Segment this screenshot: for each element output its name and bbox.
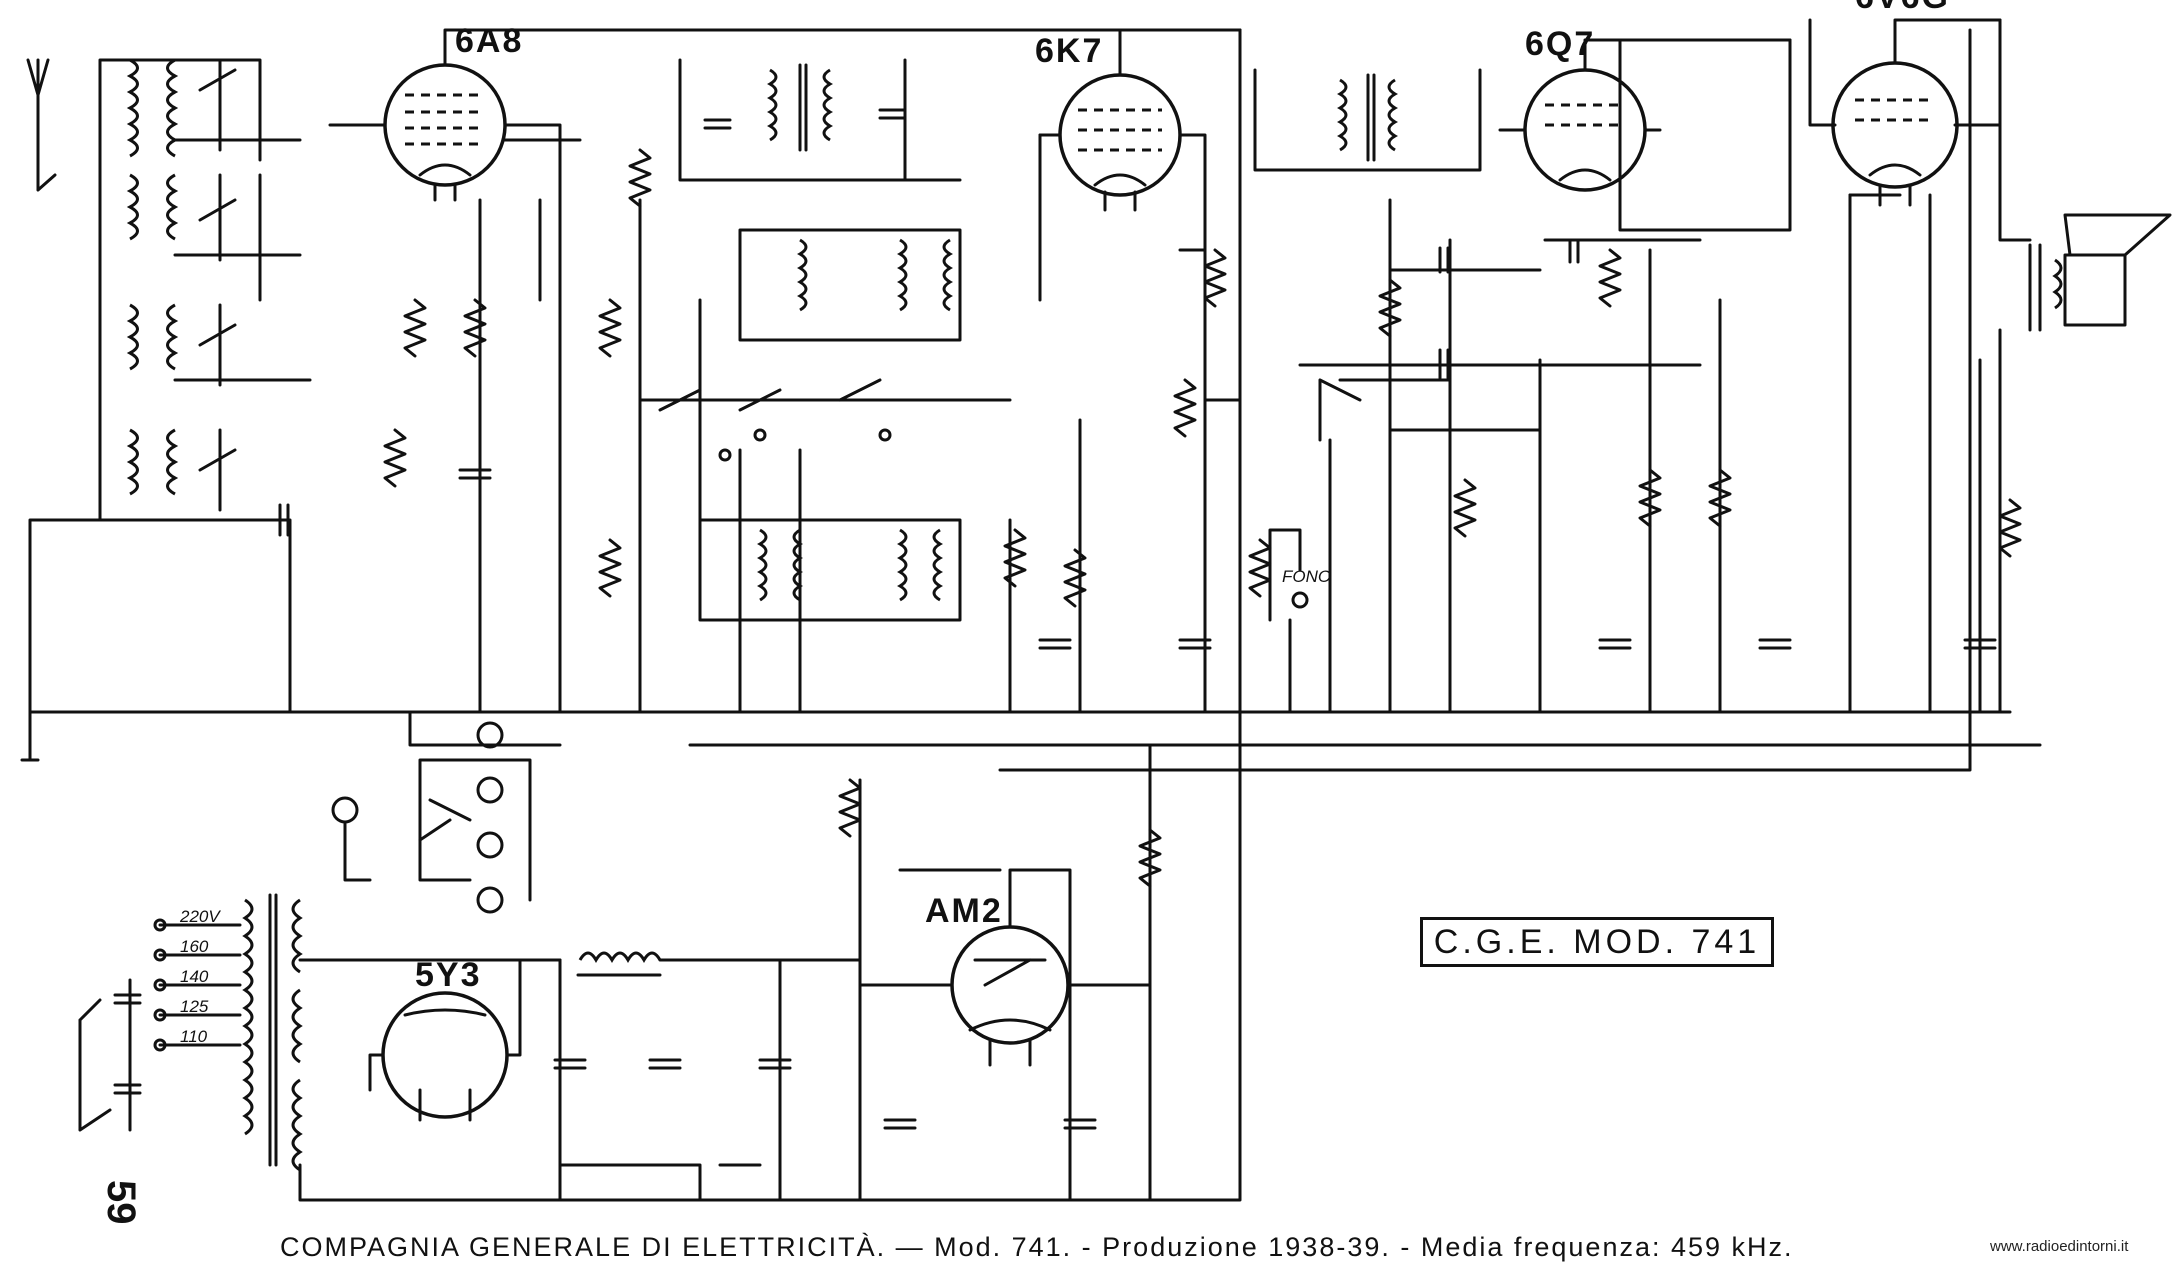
watermark: www.radioedintorni.it bbox=[1990, 1238, 2129, 1255]
phono-label: FONO bbox=[1282, 567, 1331, 586]
capacitor-group bbox=[113, 238, 1997, 1130]
if-transformer-1 bbox=[678, 28, 1242, 182]
tube-6k7: 6K7 bbox=[1035, 28, 1207, 714]
caption: COMPAGNIA GENERALE DI ELETTRICITÀ. — Mod… bbox=[280, 1232, 1794, 1262]
mains-140: 140 bbox=[180, 967, 209, 986]
page-number: 59 bbox=[99, 1180, 143, 1225]
tube-am2: AM2 bbox=[688, 28, 2042, 1202]
tube-6a8: 6A8 bbox=[328, 22, 742, 202]
phono-input: FONO bbox=[1248, 528, 1331, 622]
mains-125: 125 bbox=[180, 997, 209, 1016]
mains-110: 110 bbox=[180, 1027, 208, 1046]
tube-6q7: 6Q7 bbox=[1498, 25, 1792, 242]
tube-label-6v6g: 6V6G bbox=[1855, 0, 1950, 16]
tube-6v6g: 6V6G bbox=[1808, 0, 2002, 207]
main-wiring bbox=[408, 28, 1902, 747]
tube-5y3: 5Y3 bbox=[298, 956, 562, 1122]
audio-network bbox=[1298, 193, 1982, 714]
resistor-group bbox=[383, 148, 2022, 888]
tube-label-6q7: 6Q7 bbox=[1525, 25, 1595, 63]
loudspeaker-icon bbox=[1998, 18, 2172, 714]
if-transformer-2 bbox=[1253, 68, 1482, 172]
model-title-box: C.G.E. MOD. 741 bbox=[1420, 917, 1774, 967]
tube-label-5y3: 5Y3 bbox=[415, 956, 482, 994]
power-transformer: 220V 160 140 125 110 bbox=[78, 28, 1242, 1202]
ground-symbol bbox=[20, 710, 40, 762]
rf-coil-bank bbox=[98, 58, 312, 522]
left-bus bbox=[28, 518, 292, 714]
tube-label-6a8: 6A8 bbox=[455, 22, 523, 60]
band-switch bbox=[638, 228, 1012, 622]
antenna-icon bbox=[26, 58, 57, 192]
tube-label-am2: AM2 bbox=[925, 892, 1003, 930]
pilot-lamps bbox=[331, 721, 532, 914]
tube-label-6k7: 6K7 bbox=[1035, 32, 1103, 70]
filter-choke bbox=[558, 951, 862, 1202]
mains-160: 160 bbox=[180, 937, 209, 956]
mains-220: 220V bbox=[179, 907, 221, 926]
